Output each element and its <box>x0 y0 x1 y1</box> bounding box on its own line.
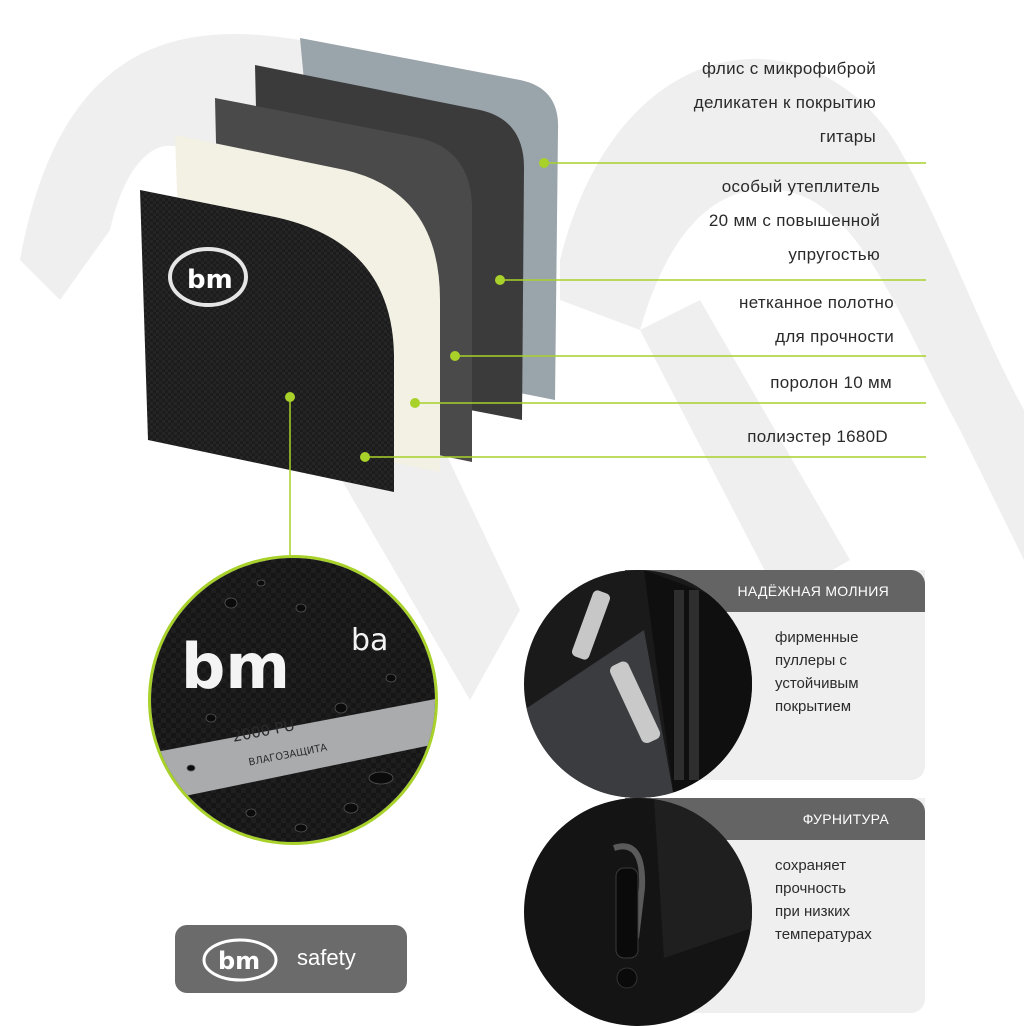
zipper-puller-2 <box>610 661 661 744</box>
layer-label-foam: поролон 10 мм <box>770 373 892 392</box>
reflective-band <box>151 699 435 803</box>
hook-body <box>615 867 639 959</box>
layer-label-insulation: особый утеплитель 20 мм с повышенной упр… <box>708 177 880 264</box>
safety-label: safety <box>297 945 356 970</box>
bm-logo-icon <box>168 247 248 307</box>
bm-logo-letters: bm <box>187 265 233 295</box>
watermark-shape-right <box>560 58 1024 561</box>
zipper-detail-photo <box>524 570 752 798</box>
brand-logo-large: bm <box>181 630 290 703</box>
leader-lines <box>289 162 926 568</box>
zipper-puller-1 <box>571 590 611 660</box>
fittings-detail-photo <box>524 798 752 1026</box>
watermark-shape-mid <box>330 420 520 700</box>
leader-dots <box>285 158 549 462</box>
layer-label-fleece: флис с микрофиброй деликатен к покрытию … <box>693 59 876 146</box>
water-resistance-detail: bm ba <box>148 555 438 845</box>
bm-logo-icon-badge: bm <box>202 938 278 982</box>
feature-fittings-text: сохраняет прочность при низких температу… <box>775 857 872 943</box>
zipper-teeth <box>674 590 699 780</box>
carabiner-hook <box>613 843 646 939</box>
safety-badge: bm safety <box>175 925 407 993</box>
brand-text-fragment: ba <box>351 623 388 658</box>
layer-label-nonwoven: нетканное полотно для прочности <box>739 293 894 346</box>
svg-text:bm: bm <box>218 947 260 975</box>
layer-polyester-shape <box>140 190 394 492</box>
layer-label-polyester: полиэстер 1680D <box>747 427 888 446</box>
watermark-shape-right-leg <box>640 300 850 600</box>
feature-zipper-text: фирменные пуллеры с устойчивым покрытием <box>775 629 859 715</box>
